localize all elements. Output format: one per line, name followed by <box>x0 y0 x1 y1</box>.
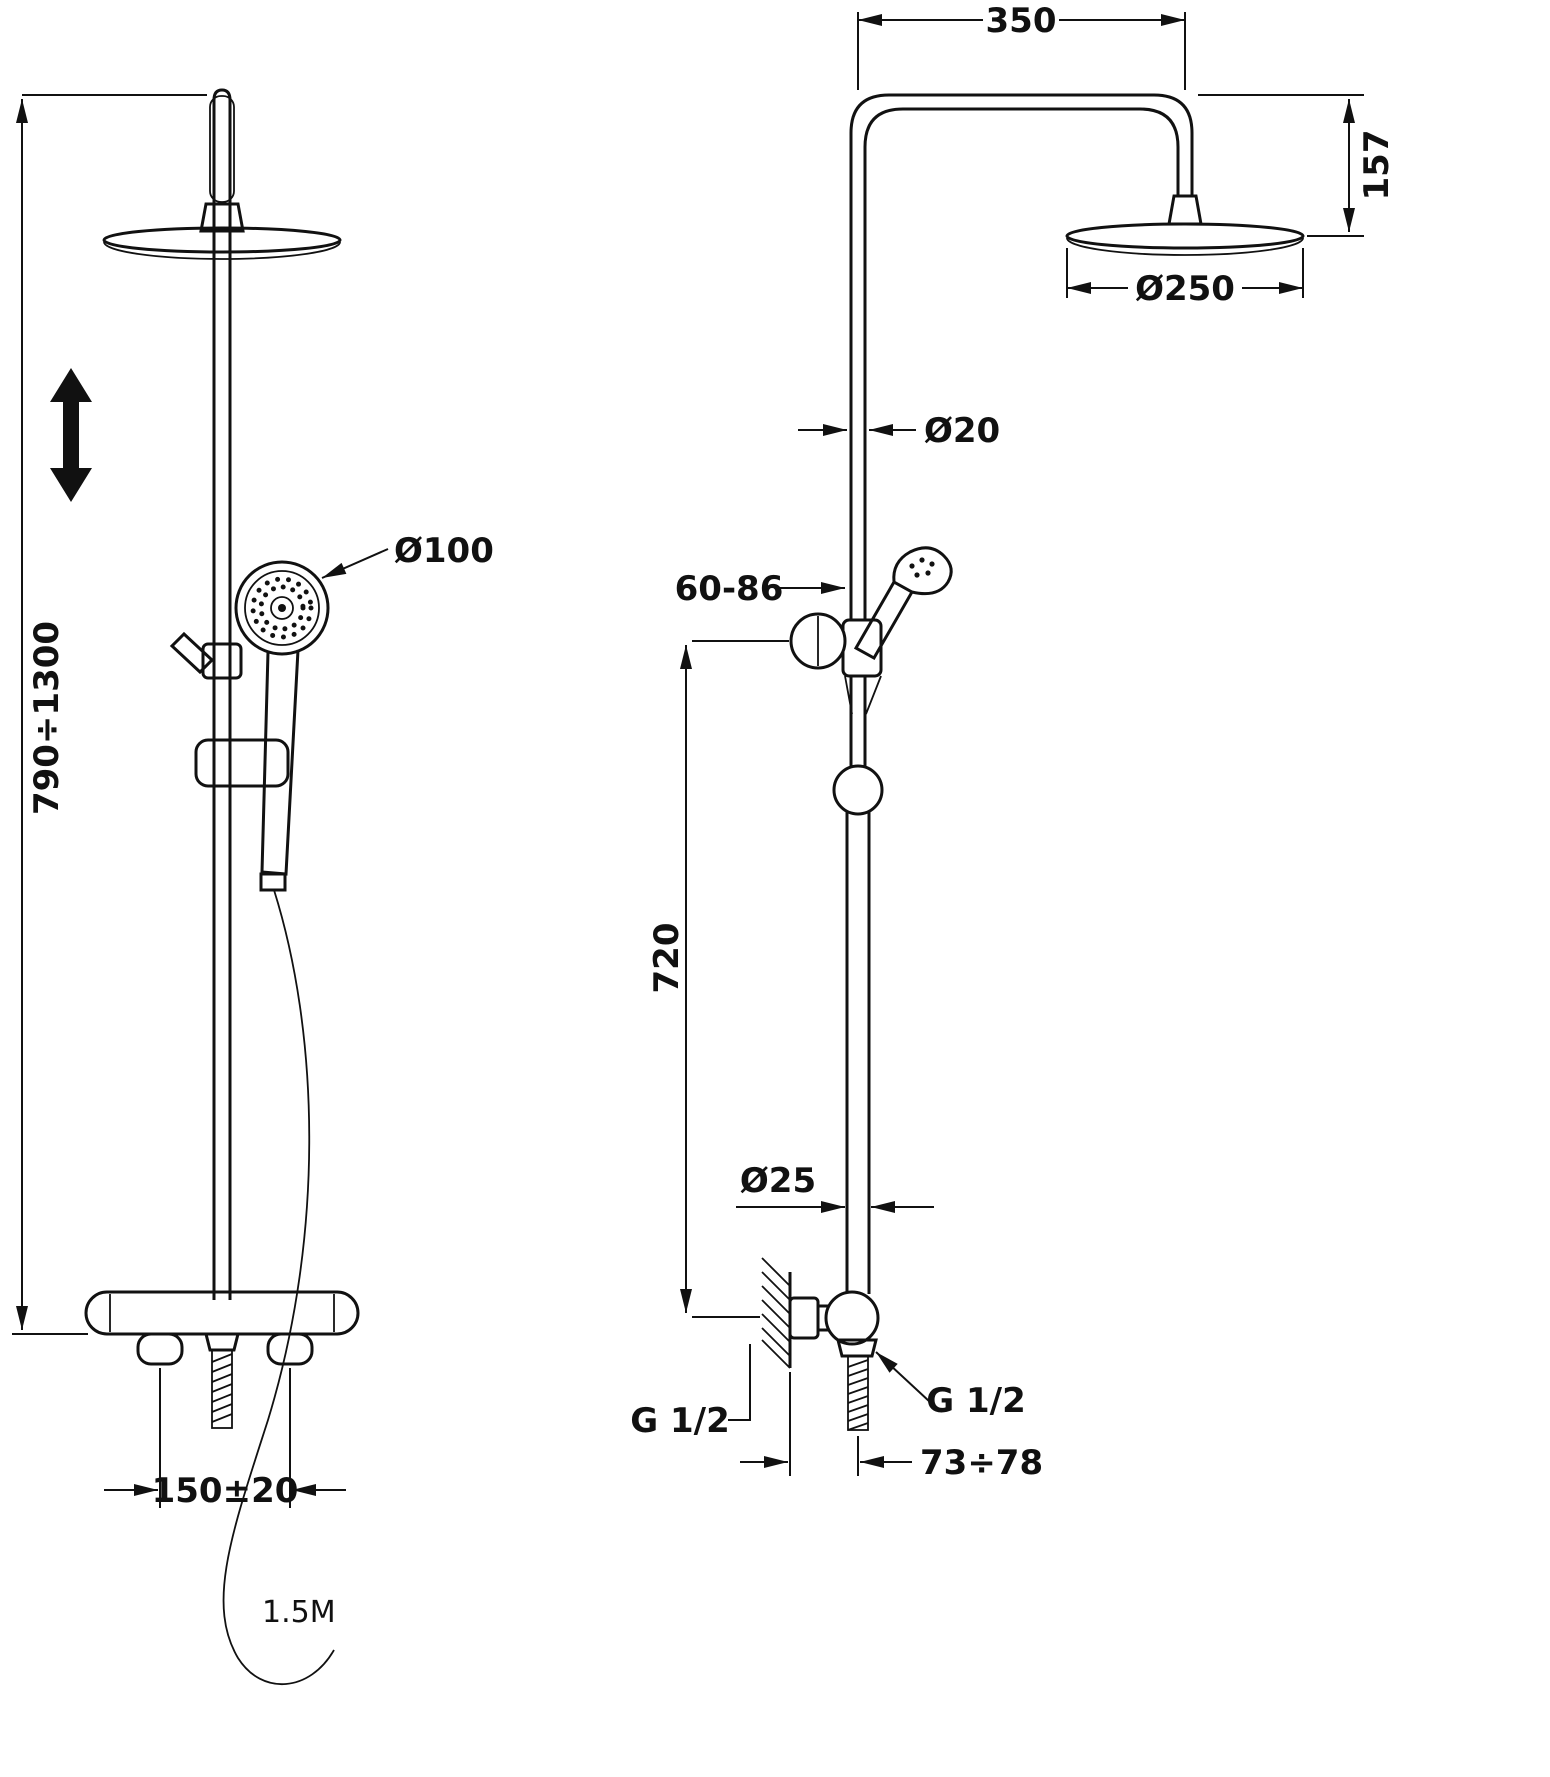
dim-column-height: 720 <box>647 640 789 1318</box>
side-view: 350 157 Ø250 Ø20 60-86 <box>630 1 1397 1483</box>
lower-pipe-diameter-label: Ø25 <box>740 1161 816 1201</box>
holder-depth-label: 60-86 <box>675 569 784 609</box>
locking-knob-side <box>832 764 884 816</box>
hand-shower-holder-side <box>789 546 953 816</box>
wall-hatch <box>761 1257 791 1369</box>
wall-bracket-side <box>761 1257 880 1431</box>
dim-handshower-diameter: Ø100 <box>321 531 494 579</box>
overhead-shower-front <box>102 226 342 260</box>
dim-head-diameter: Ø250 <box>1066 248 1304 309</box>
dim-height-range: 790÷1300 <box>12 94 207 1335</box>
dim-inlet-spacing: 150±20 <box>104 1368 346 1511</box>
slider-bracket-front <box>169 631 290 788</box>
dim-upper-pipe-diameter: Ø20 <box>798 411 1000 451</box>
front-view: 790÷1300 Ø100 150±20 1.5M <box>12 88 494 1685</box>
handshower-diameter-label: Ø100 <box>394 531 494 571</box>
shower-hose <box>222 889 335 1685</box>
threaded-tail-side <box>847 1355 869 1431</box>
dim-holder-depth: 60-86 <box>675 569 845 609</box>
adjustability-arrow-icon <box>50 368 92 502</box>
dim-arm-length: 350 <box>857 1 1186 90</box>
wall-connection-label: G 1/2 <box>630 1401 729 1441</box>
column-height-label: 720 <box>647 923 687 994</box>
wall-offset-label: 73÷78 <box>920 1443 1043 1483</box>
height-range-label: 790÷1300 <box>27 621 67 815</box>
label-wall-connection: G 1/2 <box>630 1344 751 1441</box>
riser-pole-front <box>199 88 245 1300</box>
hand-shower-front <box>234 560 330 892</box>
inlet-spacing-label: 150±20 <box>152 1471 299 1511</box>
thermostatic-mixer <box>84 1290 360 1429</box>
threaded-tail-front <box>211 1349 233 1429</box>
outlet-connection-label: G 1/2 <box>926 1381 1025 1421</box>
upper-pipe-diameter-label: Ø20 <box>924 411 1000 451</box>
label-outlet-connection: G 1/2 <box>875 1351 1026 1421</box>
hose-length-label: 1.5M <box>262 1595 336 1630</box>
head-drop-label: 157 <box>1357 130 1397 201</box>
dim-wall-offset: 73÷78 <box>740 1372 1043 1483</box>
riser-and-arm-side <box>845 93 1194 1294</box>
dim-lower-pipe-diameter: Ø25 <box>736 1161 934 1213</box>
dim-head-drop: 157 <box>1198 94 1397 237</box>
head-diameter-label: Ø250 <box>1135 269 1235 309</box>
arm-length-label: 350 <box>986 1 1057 41</box>
overhead-shower-side <box>1065 194 1305 256</box>
